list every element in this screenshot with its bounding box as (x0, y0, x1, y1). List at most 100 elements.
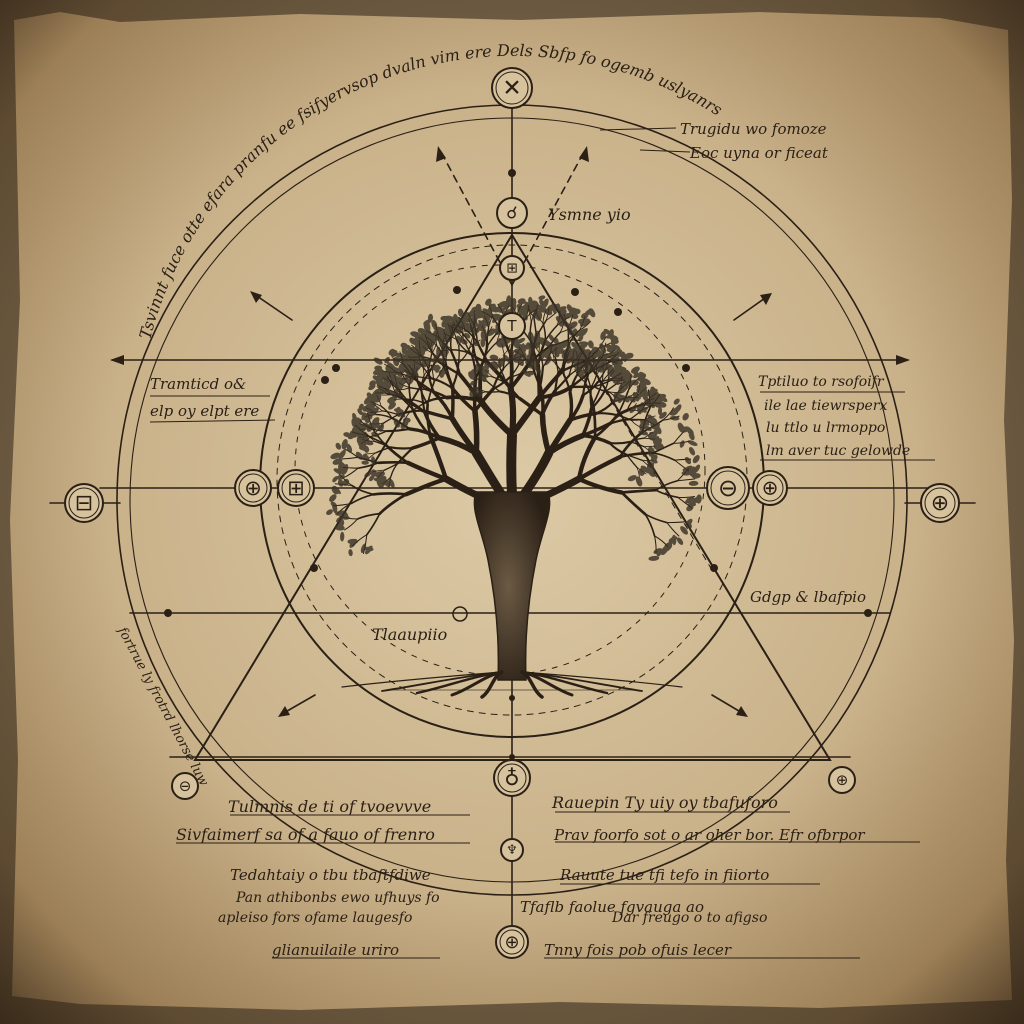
leaf (577, 354, 584, 365)
leaf (355, 451, 364, 460)
tree-branch (652, 452, 676, 462)
leaf (376, 394, 382, 403)
leaf (362, 454, 369, 460)
node-dot (508, 169, 516, 177)
leaf (390, 370, 396, 380)
tree-branch (383, 462, 399, 471)
leaf (559, 310, 568, 319)
leaf (664, 541, 673, 548)
leaf (330, 452, 341, 460)
leaf (352, 419, 362, 426)
leaf (349, 430, 357, 438)
leaf (363, 434, 370, 443)
leaf (608, 366, 614, 373)
leaf (335, 442, 342, 450)
bottom-right-note-4: Tfaflb faolue fgvauga ao (520, 898, 704, 916)
leaf (577, 368, 584, 379)
leaf (472, 340, 480, 347)
medallion-ring (491, 67, 533, 109)
leaf (373, 357, 383, 365)
tree-branch (472, 408, 480, 456)
medallion-inner-ring (495, 71, 529, 105)
leaf (434, 328, 445, 336)
symbol-glyph-icon: ⊖ (179, 777, 192, 795)
symbol-medallion-right-a: ⊖ (706, 466, 750, 510)
leaf (638, 430, 649, 436)
medallion-ring (828, 766, 856, 794)
tree-branch (620, 488, 658, 494)
leaf (370, 456, 376, 465)
arrowhead (250, 291, 262, 303)
tree-branch (487, 381, 501, 393)
right-mid-note: Gdgp & lbafpio (750, 588, 866, 606)
leaf (670, 415, 680, 421)
tree-branch (508, 394, 543, 439)
tree-branch (409, 402, 425, 413)
leaf (525, 342, 531, 350)
leaf (470, 380, 478, 386)
leaf (635, 476, 643, 487)
symbol-glyph-icon: ⊞ (287, 476, 305, 500)
leaf (330, 501, 337, 508)
leaf (531, 300, 537, 308)
leaf (509, 348, 515, 356)
symbol-glyph-icon: ⊞ (506, 261, 518, 277)
tree-branch (636, 466, 640, 478)
leaf (685, 518, 693, 527)
leaf (363, 445, 370, 453)
symbol-glyph-icon: ♆ (506, 843, 518, 858)
leaf (615, 352, 626, 357)
leaf (417, 327, 426, 334)
medallion-inner-ring (756, 474, 784, 502)
bottom-left-note-5: apleiso fors ofame laugesfo (218, 910, 412, 926)
tree-branch (350, 484, 375, 496)
leaf (471, 306, 479, 313)
node-dots (164, 169, 872, 760)
leaf (575, 363, 584, 369)
tree-branch (425, 403, 432, 438)
node-dot (710, 564, 718, 572)
tree-branch (433, 366, 444, 383)
leaf (431, 320, 438, 329)
tree-branch (508, 353, 514, 391)
leaf (482, 308, 492, 315)
tree-branch (644, 513, 668, 524)
leaf (441, 348, 448, 358)
leaf (539, 350, 547, 360)
leaf (631, 379, 639, 386)
bottom-right-note-5: Dar freugo o to afigso (611, 910, 767, 926)
tree-branch (376, 460, 410, 465)
leaf (482, 314, 491, 322)
leaf (659, 411, 667, 419)
leaf (410, 331, 421, 338)
leaf (371, 432, 380, 438)
tree-branch (344, 518, 358, 531)
node-dot (310, 564, 318, 572)
leaf (613, 391, 620, 399)
tree-branch (554, 374, 571, 392)
leaf (572, 328, 578, 336)
tree-branch (589, 386, 593, 410)
tree-branch (576, 454, 623, 482)
leaf (384, 357, 390, 364)
tree-branch (477, 397, 516, 439)
leaf (377, 473, 384, 481)
leaf (394, 367, 401, 374)
tree-branch (545, 432, 586, 456)
leaf (647, 414, 655, 424)
leaf (360, 543, 367, 553)
leaf (361, 460, 369, 465)
tree-branch (644, 513, 656, 537)
leaf (332, 458, 343, 465)
leaf (587, 340, 594, 349)
leaf (489, 354, 499, 361)
tree-branch (450, 386, 477, 413)
leaf (482, 328, 487, 337)
node-dot (321, 376, 329, 384)
tree-branch (676, 478, 696, 482)
leaf (470, 367, 480, 374)
leaf (562, 340, 571, 347)
tree-branch (581, 407, 594, 438)
medallion-ring (920, 483, 960, 523)
leaf (393, 357, 404, 362)
